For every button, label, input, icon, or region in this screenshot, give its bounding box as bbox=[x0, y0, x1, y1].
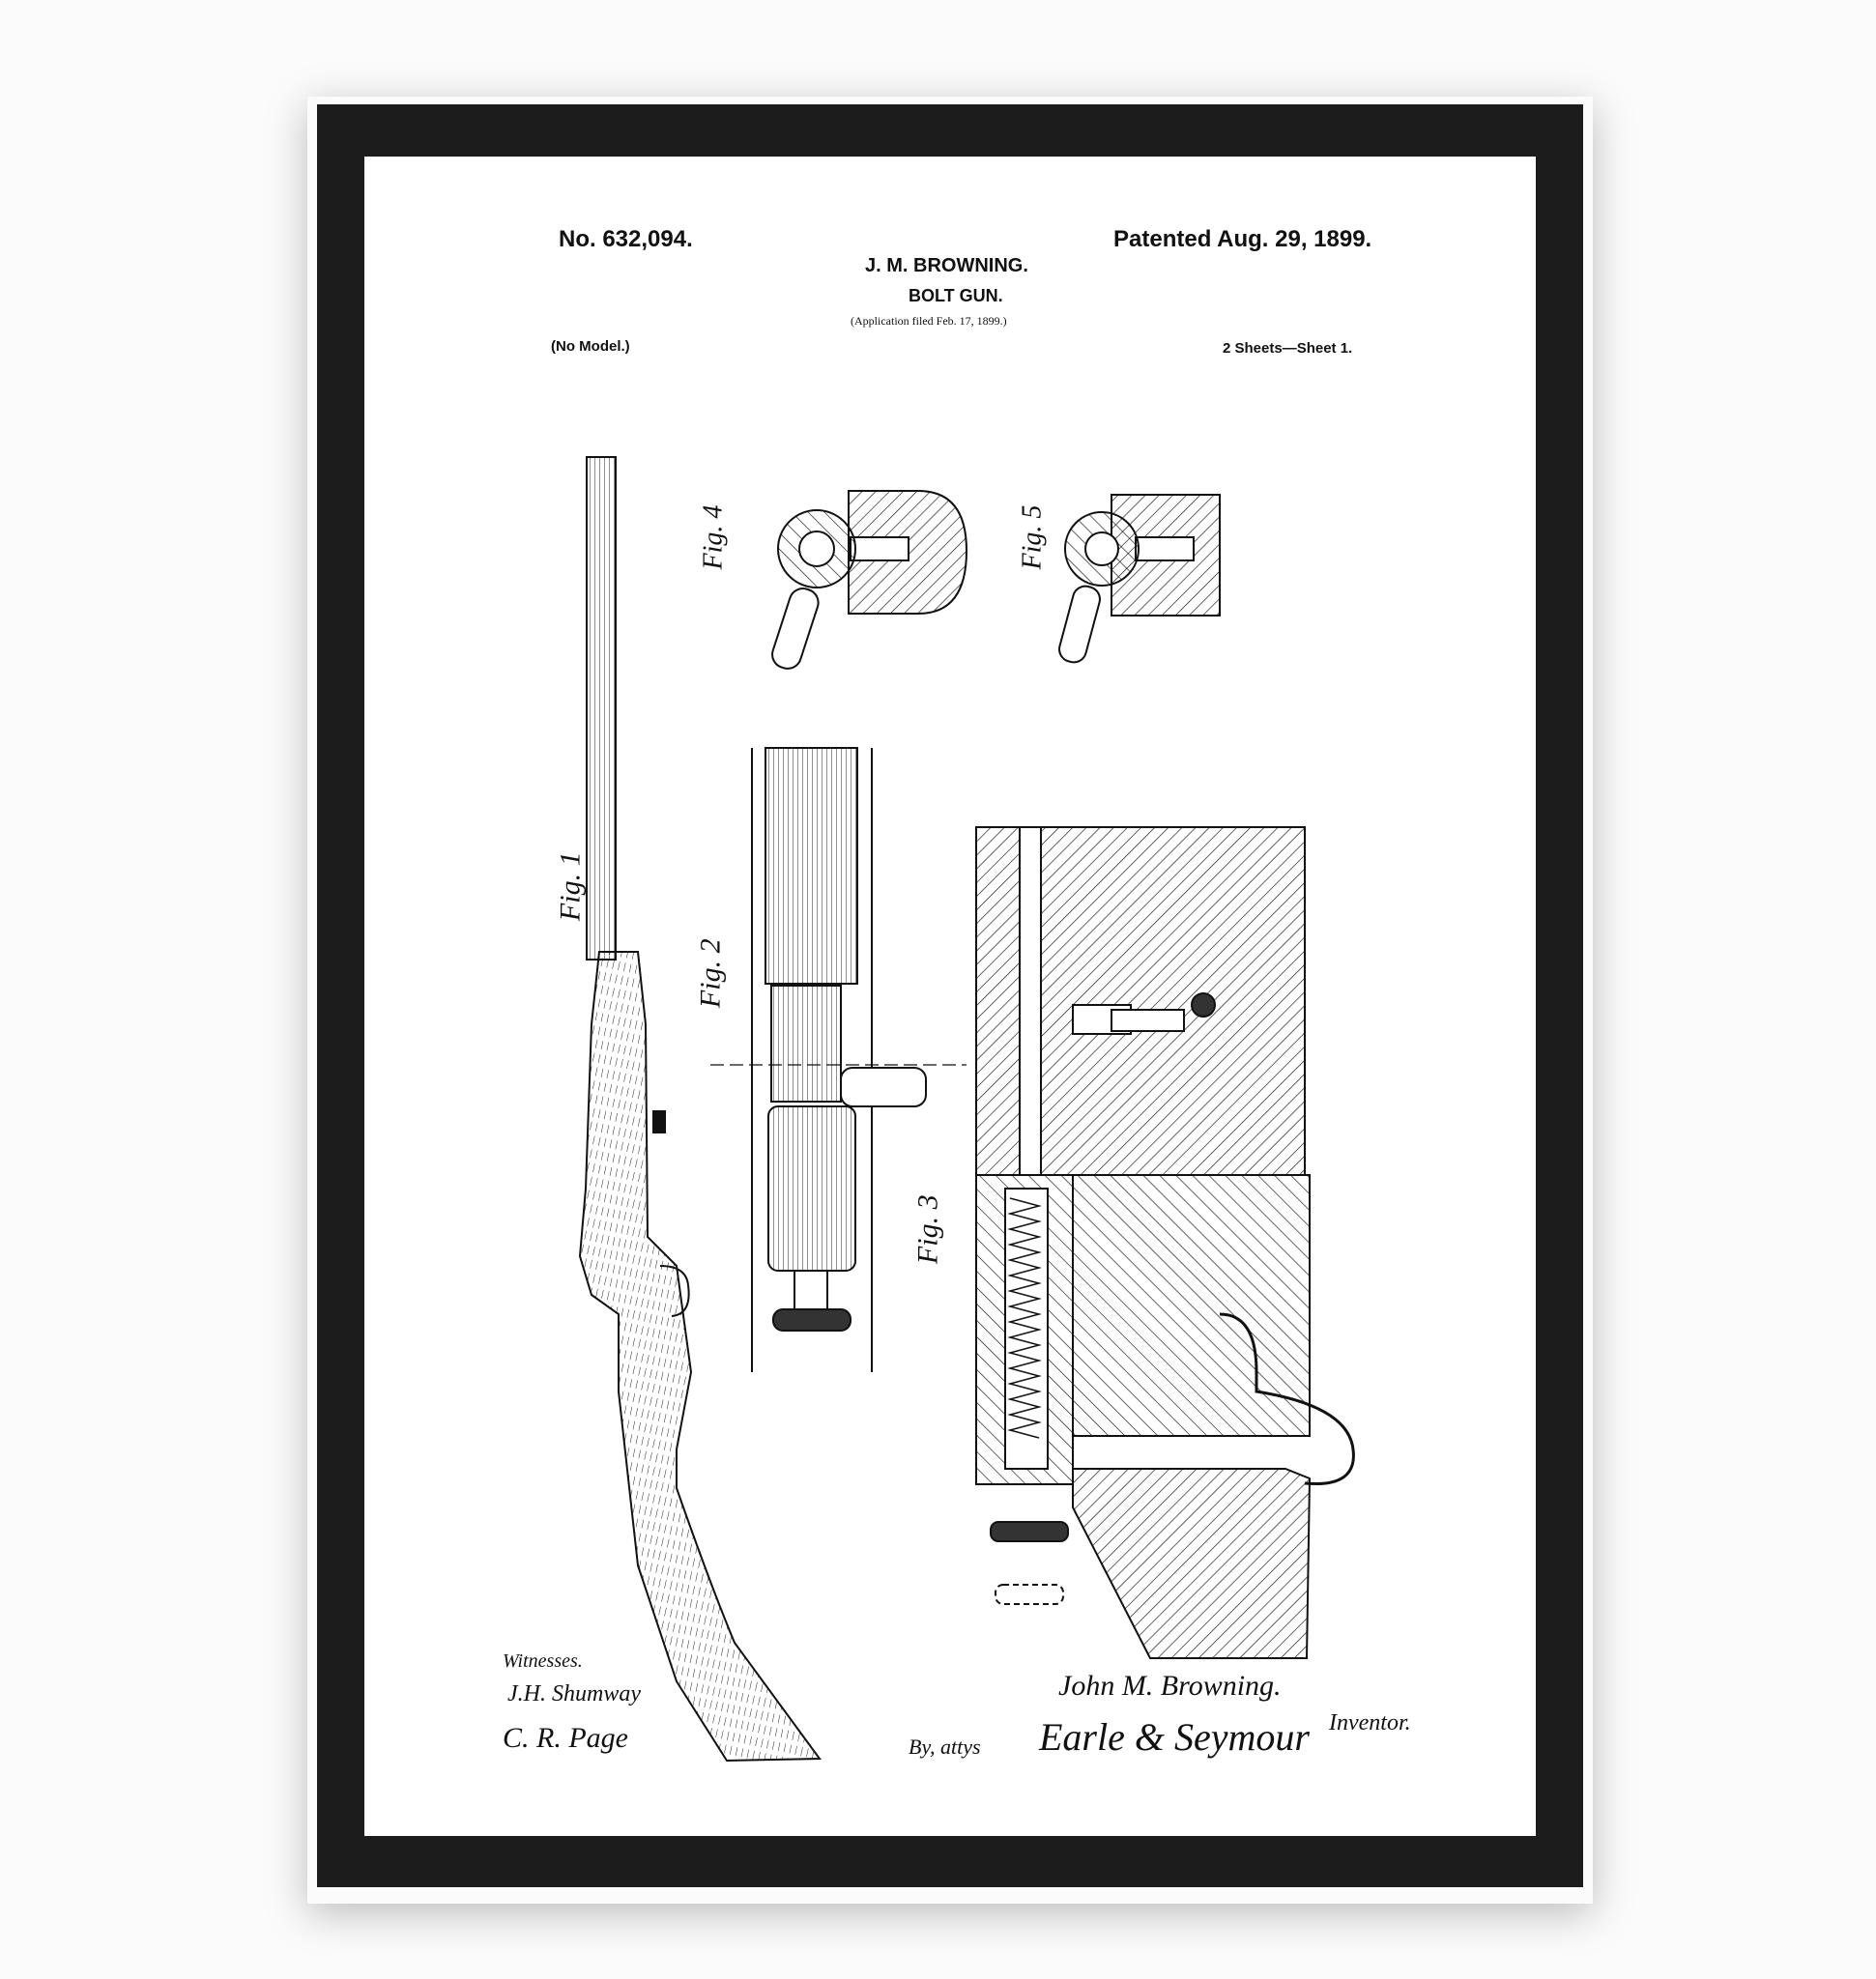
model-note: (No Model.) bbox=[551, 338, 630, 355]
sheet-count: 2 Sheets—Sheet 1. bbox=[1223, 340, 1353, 357]
fig1-label: Fig. 1 bbox=[554, 851, 587, 922]
witnesses-label: Witnesses. bbox=[503, 1650, 583, 1672]
fig5-label: Fig. 5 bbox=[1017, 504, 1048, 570]
fig2-bolt-section bbox=[710, 747, 967, 1372]
inventor-name: J. M. BROWNING. bbox=[865, 255, 1028, 276]
fig5-cross-section bbox=[1058, 494, 1221, 664]
inventor-label: Inventor. bbox=[1329, 1710, 1411, 1735]
patent-title: BOLT GUN. bbox=[909, 286, 1003, 305]
fig2-label: Fig. 2 bbox=[694, 938, 727, 1009]
patent-print bbox=[364, 157, 1536, 1836]
witness-2-signature: C. R. Page bbox=[503, 1722, 628, 1754]
fig1-rifle bbox=[578, 456, 822, 1763]
patent-date: Patented Aug. 29, 1899. bbox=[1113, 226, 1372, 252]
fig4-cross-section bbox=[771, 490, 968, 670]
attorney-signature: Earle & Seymour bbox=[1039, 1715, 1310, 1759]
inventor-signature: John M. Browning. bbox=[1058, 1670, 1282, 1702]
fig3-label: Fig. 3 bbox=[911, 1194, 944, 1265]
witness-1-signature: J.H. Shumway bbox=[507, 1681, 641, 1707]
application-date: (Application filed Feb. 17, 1899.) bbox=[851, 314, 1007, 328]
patent-number: No. 632,094. bbox=[559, 226, 693, 252]
fig4-label: Fig. 4 bbox=[698, 504, 729, 570]
fig3-action-section bbox=[975, 826, 1355, 1659]
attorney-prefix: By, attys bbox=[909, 1735, 981, 1759]
